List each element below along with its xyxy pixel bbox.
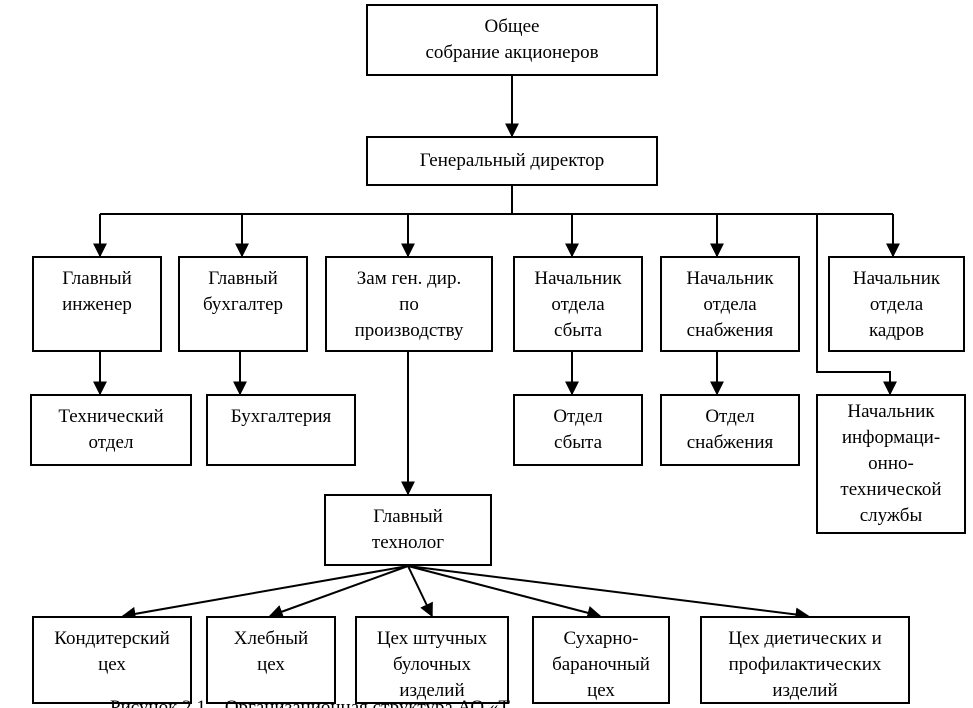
arrow-to-dietary-shop <box>407 565 810 622</box>
node-bun-products-shop: Цех штучных булочных изделий <box>355 616 509 704</box>
arrow-to-bread-shop <box>268 565 409 619</box>
node-chief-accountant: Главный бухгалтер <box>178 256 308 352</box>
node-chief-engineer: Главный инженер <box>32 256 162 352</box>
figure-caption: Рисунок 2.1 – Организационная структура … <box>110 697 523 708</box>
node-head-sales: Начальник отдела сбыта <box>513 256 643 352</box>
node-dietary-products-shop: Цех диетических и профилактических издел… <box>700 616 910 704</box>
node-confectionery-shop: Кондитерский цех <box>32 616 192 704</box>
node-head-info-tech-service: Начальник информаци- онно- технической с… <box>816 394 966 534</box>
arrow-to-rusk-shop <box>407 565 602 620</box>
node-bread-shop: Хлебный цех <box>206 616 336 704</box>
node-head-hr: Начальник отдела кадров <box>828 256 965 352</box>
node-sales-department: Отдел сбыта <box>513 394 643 466</box>
node-supply-department: Отдел снабжения <box>660 394 800 466</box>
node-rusk-bagel-shop: Сухарно- бараночный цех <box>532 616 670 704</box>
node-chief-technologist: Главный технолог <box>324 494 492 566</box>
node-head-supply: Начальник отдела снабжения <box>660 256 800 352</box>
node-deputy-director-production: Зам ген. дир. по производству <box>325 256 493 352</box>
node-technical-department: Технический отдел <box>30 394 192 466</box>
arrow-to-bun-shop <box>407 565 433 618</box>
arrow-to-confectionery-shop <box>121 565 409 621</box>
node-accounting: Бухгалтерия <box>206 394 356 466</box>
arrow-to-head-info-tech <box>816 214 897 396</box>
node-general-director: Генеральный директор <box>366 136 658 186</box>
node-shareholders-meeting: Общее собрание акционеров <box>366 4 658 76</box>
